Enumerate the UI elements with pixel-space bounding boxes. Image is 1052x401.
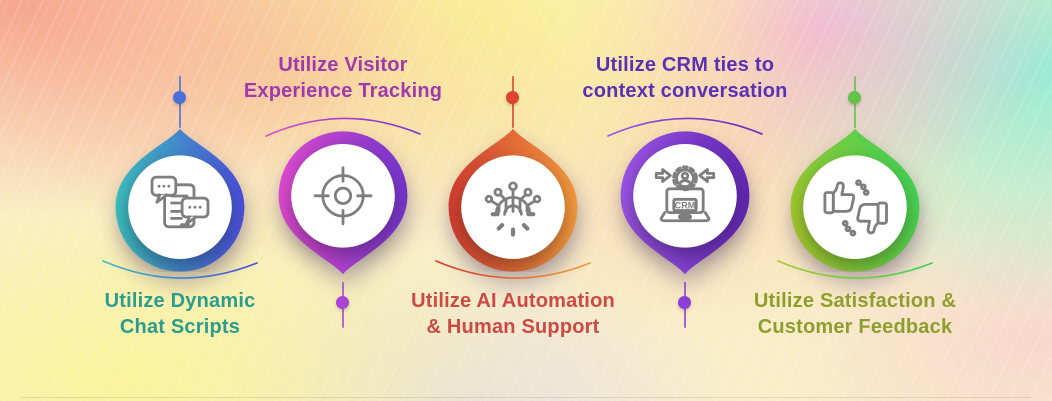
swoosh-arc bbox=[435, 260, 591, 279]
chat-scripts-icon bbox=[150, 175, 210, 229]
step-item-dynamic-chat-scripts: Utilize Dynamic Chat Scripts bbox=[60, 0, 300, 401]
label-line: Experience Tracking bbox=[243, 80, 443, 102]
swoosh-arc bbox=[607, 117, 763, 137]
icon-disc bbox=[633, 144, 737, 248]
step-item-visitor-experience-tracking: Utilize Visitor Experience Tracking bbox=[223, 0, 463, 401]
swoosh-arc bbox=[265, 117, 421, 137]
icon-disc bbox=[291, 144, 395, 248]
step-item-ai-automation: Utilize AI Automation & Human Support bbox=[393, 0, 633, 401]
step-label: Utilize AI Automation & Human Support bbox=[393, 288, 633, 340]
swoosh-arc bbox=[777, 260, 933, 279]
target-icon bbox=[313, 166, 373, 226]
droplet-badge bbox=[278, 131, 408, 275]
label-line: Customer Feedback bbox=[757, 316, 953, 338]
connector-dot bbox=[173, 91, 186, 104]
connector-dot bbox=[678, 296, 691, 309]
ai-gear-icon bbox=[484, 181, 542, 237]
step-label: Utilize Visitor Experience Tracking bbox=[223, 52, 463, 104]
icon-disc bbox=[803, 155, 907, 259]
step-label: Utilize Dynamic Chat Scripts bbox=[60, 288, 300, 340]
connector-dot bbox=[336, 296, 349, 309]
droplet-badge: CRM bbox=[620, 131, 750, 275]
step-item-satisfaction-feedback: Utilize Satisfaction & Customer Feedback bbox=[735, 0, 975, 401]
droplet-badge bbox=[790, 128, 920, 272]
step-label: Utilize CRM ties to context conversation bbox=[565, 52, 805, 104]
droplet-badge bbox=[115, 128, 245, 272]
label-line: Utilize AI Automation bbox=[411, 290, 615, 312]
crm-laptop-icon: CRM bbox=[654, 165, 716, 223]
crm-text: CRM bbox=[675, 200, 696, 210]
label-line: Utilize CRM ties to bbox=[595, 54, 775, 76]
label-line: Chat Scripts bbox=[119, 316, 241, 338]
label-line: & Human Support bbox=[426, 316, 600, 338]
swoosh-arc bbox=[102, 260, 258, 279]
droplet-badge bbox=[448, 128, 578, 272]
thumbs-feedback-icon bbox=[823, 179, 888, 237]
bottom-divider bbox=[21, 397, 1031, 398]
icon-disc bbox=[128, 155, 232, 259]
label-line: Utilize Visitor bbox=[278, 54, 408, 76]
connector-dot bbox=[848, 91, 861, 104]
step-item-crm-context: Utilize CRM ties to context conversation bbox=[565, 0, 805, 401]
label-line: Utilize Satisfaction & bbox=[753, 290, 957, 312]
connector-dot bbox=[506, 91, 519, 104]
label-line: Utilize Dynamic bbox=[104, 290, 256, 312]
step-label: Utilize Satisfaction & Customer Feedback bbox=[735, 288, 975, 340]
label-line: context conversation bbox=[582, 80, 788, 102]
